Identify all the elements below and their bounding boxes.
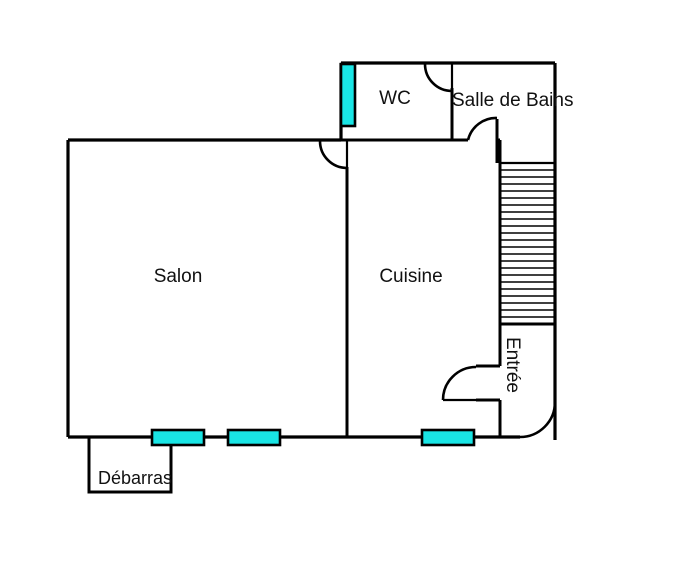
door-entree-side-arc <box>441 365 477 401</box>
door-salle-de-bains-arc <box>466 116 498 141</box>
room-label-group: Salon Cuisine WC Salle de Bains Entrée D… <box>98 88 573 488</box>
room-label-salle-de-bains: Salle de Bains <box>452 90 573 111</box>
window-wc-left <box>339 62 357 128</box>
room-label-debarras: Débarras <box>98 468 172 488</box>
staircase-entree <box>501 169 554 318</box>
window-group <box>150 62 476 447</box>
room-label-cuisine: Cuisine <box>379 266 442 287</box>
window-salon-right <box>226 428 282 447</box>
window-salon-left <box>150 428 206 447</box>
door-wc-arc <box>423 63 453 93</box>
window-cuisine <box>420 428 476 447</box>
door-entree-main-arc <box>519 401 557 439</box>
wall-group-outer <box>66 61 557 494</box>
door-group <box>318 63 557 439</box>
room-label-wc: WC <box>379 88 411 109</box>
wall-debarras <box>87 437 173 494</box>
room-label-entree: Entrée <box>502 337 523 393</box>
room-label-salon: Salon <box>154 266 203 287</box>
door-salon-cuisine-arc <box>318 140 348 170</box>
